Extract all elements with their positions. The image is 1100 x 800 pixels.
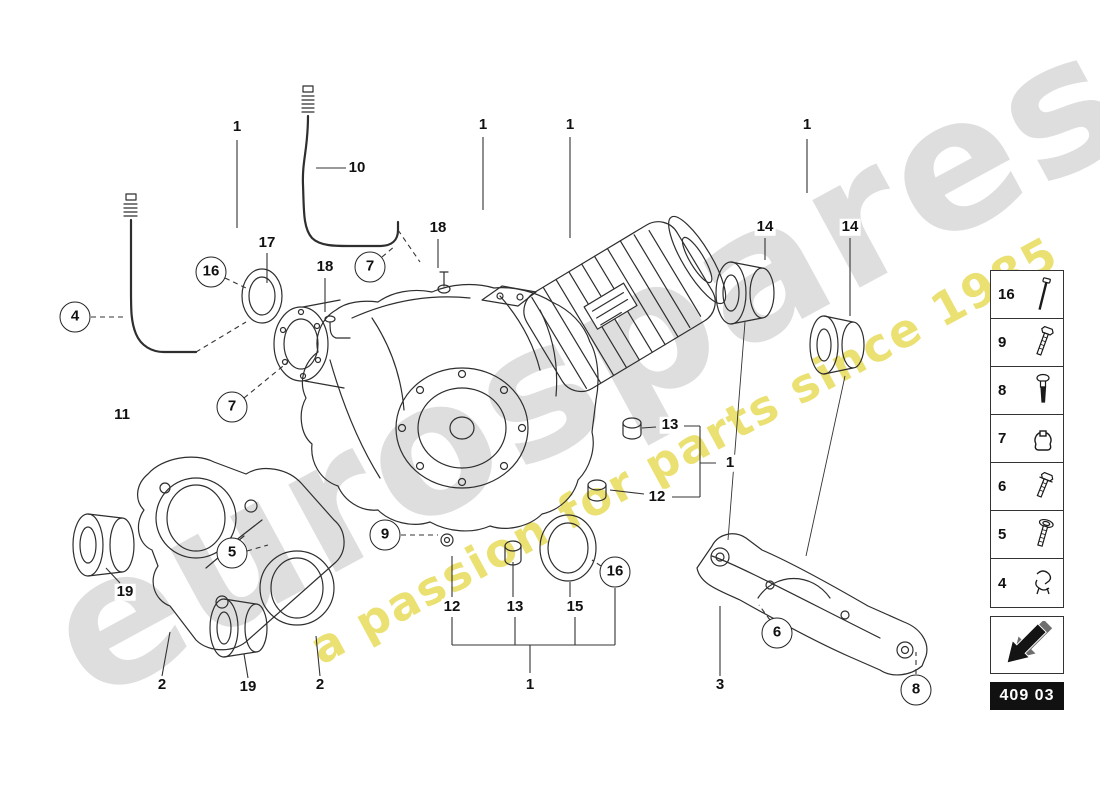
callout-9[interactable]: 9	[369, 519, 401, 551]
callout-11[interactable]: 11	[112, 405, 132, 424]
legend-item-16[interactable]: 16	[991, 271, 1063, 319]
callout-1[interactable]: 1	[800, 115, 814, 134]
callout-18[interactable]: 18	[427, 218, 449, 237]
callout-2[interactable]: 2	[313, 675, 327, 694]
legend-item-number: 6	[998, 478, 1007, 495]
legend-item-4[interactable]: 4	[991, 559, 1063, 607]
plug-13-upper	[622, 417, 642, 440]
legend-item-6[interactable]: 6	[991, 463, 1063, 511]
direction-arrow-box	[990, 616, 1064, 674]
legend-item-9[interactable]: 9	[991, 319, 1063, 367]
legend-item-number: 9	[998, 334, 1007, 351]
callout-5[interactable]: 5	[216, 537, 248, 569]
plug-12-upper	[587, 479, 607, 502]
callout-10[interactable]: 10	[346, 158, 368, 177]
callout-6[interactable]: 6	[761, 617, 793, 649]
callout-19[interactable]: 19	[237, 677, 259, 696]
callout-1[interactable]: 1	[476, 115, 490, 134]
visco-clutch-housing	[523, 215, 727, 393]
bushing-19-lower	[209, 598, 268, 658]
callout-12[interactable]: 12	[646, 487, 668, 506]
legend-item-number: 5	[998, 526, 1007, 543]
hex-bolt-icon	[1030, 324, 1056, 362]
callout-7[interactable]: 7	[216, 391, 248, 423]
legend-item-number: 16	[998, 286, 1015, 303]
vent-hose-11	[123, 193, 198, 354]
callout-13[interactable]: 13	[504, 597, 526, 616]
callout-1[interactable]: 1	[723, 453, 737, 472]
clamp-icon	[1030, 420, 1056, 458]
leader-lines	[91, 137, 917, 679]
callout-12[interactable]: 12	[441, 597, 463, 616]
support-bracket-2	[137, 456, 345, 651]
vent-hose-10	[301, 85, 400, 248]
callout-14[interactable]: 14	[754, 217, 776, 236]
callout-7[interactable]: 7	[354, 251, 386, 283]
callout-15[interactable]: 15	[564, 597, 586, 616]
legend-item-5[interactable]: 5	[991, 511, 1063, 559]
bolt-12-lower	[440, 533, 454, 547]
screw-icon	[1030, 372, 1056, 410]
callout-14[interactable]: 14	[839, 217, 861, 236]
callout-4[interactable]: 4	[59, 301, 91, 333]
shaft-seal-17	[241, 268, 283, 324]
legend-item-7[interactable]: 7	[991, 415, 1063, 463]
callout-1[interactable]: 1	[230, 117, 244, 136]
legend-item-8[interactable]: 8	[991, 367, 1063, 415]
bushing-19-left	[72, 513, 135, 577]
plug-13-lower	[504, 540, 522, 566]
callout-13[interactable]: 13	[659, 415, 681, 434]
callout-2[interactable]: 2	[155, 675, 169, 694]
bushing-14-left	[715, 261, 775, 325]
legend-item-number: 7	[998, 430, 1007, 447]
callout-16[interactable]: 16	[599, 556, 631, 588]
callout-8[interactable]: 8	[900, 674, 932, 706]
legend-item-number: 4	[998, 574, 1007, 592]
spring-clip-icon	[1030, 564, 1056, 602]
flange-bolt-icon	[1030, 468, 1056, 506]
callout-19[interactable]: 19	[114, 582, 136, 601]
callout-18[interactable]: 18	[314, 257, 336, 276]
legend-item-number: 8	[998, 382, 1007, 399]
differential-housing	[273, 271, 599, 532]
fastener-legend: 16 9 8 7 6 5 4	[990, 270, 1064, 608]
direction-arrow-icon	[1006, 621, 1053, 664]
long-bolt-icon	[1030, 276, 1056, 314]
part-group-code[interactable]: 409 03	[990, 682, 1064, 710]
bushing-14-right	[809, 315, 865, 375]
callout-16[interactable]: 16	[195, 256, 227, 288]
seal-ring-15	[539, 514, 597, 582]
callout-1[interactable]: 1	[563, 115, 577, 134]
callout-1[interactable]: 1	[523, 675, 537, 694]
washer-bolt-icon	[1030, 516, 1056, 554]
callout-17[interactable]: 17	[256, 233, 278, 252]
crossmember-3	[696, 533, 928, 676]
callout-3[interactable]: 3	[713, 675, 727, 694]
